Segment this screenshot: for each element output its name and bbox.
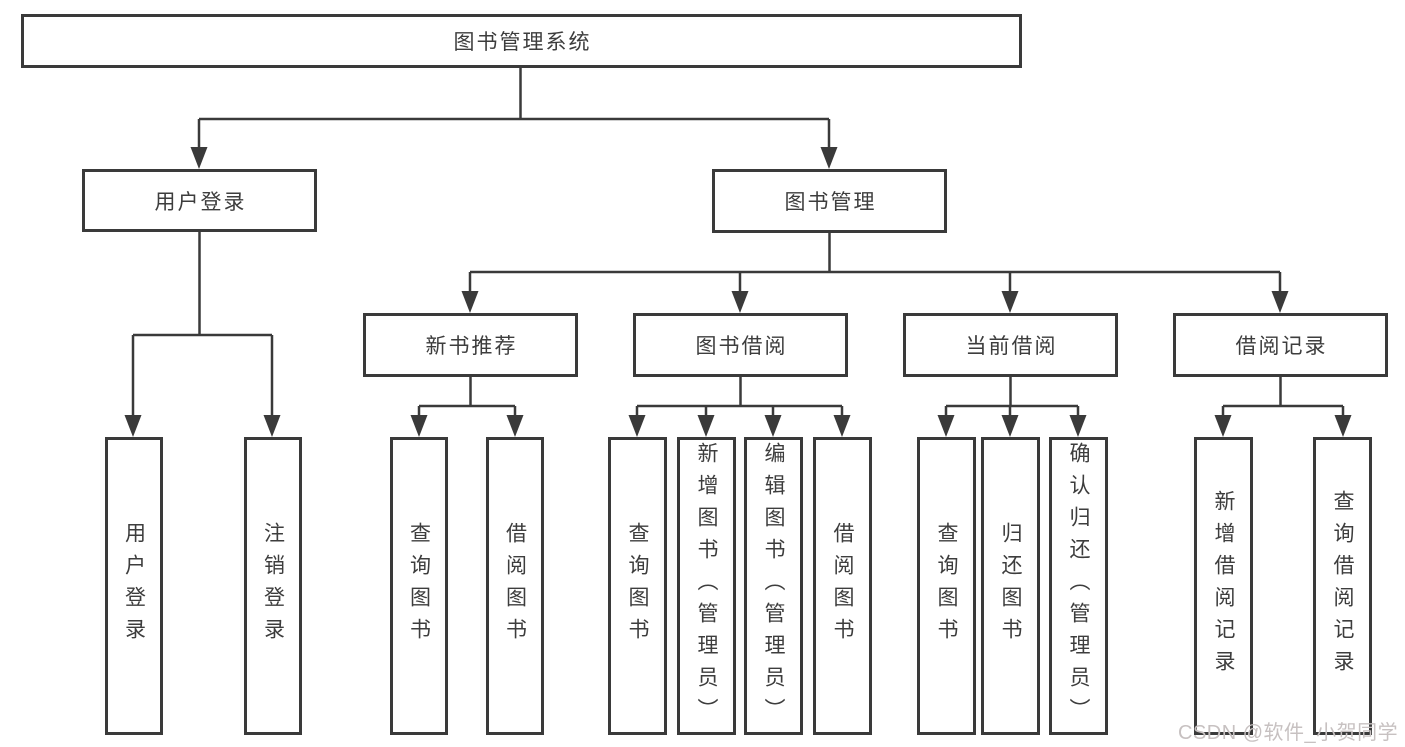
arrow-down-icon (1271, 291, 1289, 313)
arrow-down-icon (124, 415, 142, 437)
connector-new-book-children (410, 377, 524, 437)
arrow-down-icon (190, 147, 208, 169)
leaf-edit-book-admin-label: 编辑图书（管理员） (762, 442, 785, 730)
leaf-query-books-current-label: 查询图书 (935, 522, 958, 650)
arrow-down-icon (1334, 415, 1352, 437)
node-current-borrow: 当前借阅 (903, 313, 1118, 377)
node-book-management: 图书管理 (712, 169, 947, 233)
leaf-confirm-return-admin: 确认归还（管理员） (1049, 437, 1108, 735)
leaf-query-books-borrow: 查询图书 (608, 437, 667, 735)
arrow-down-icon (937, 415, 955, 437)
leaf-add-borrow-record-label: 新增借阅记录 (1212, 490, 1235, 682)
leaf-edit-book-admin: 编辑图书（管理员） (744, 437, 803, 735)
csdn-watermark: CSDN @软件_小贺同学 (1178, 722, 1399, 744)
connector-book-borrow-children (628, 377, 851, 437)
arrow-down-icon (833, 415, 851, 437)
leaf-borrow-books-recommend: 借阅图书 (486, 437, 544, 735)
arrow-down-icon (263, 415, 281, 437)
node-root: 图书管理系统 (21, 14, 1022, 68)
arrow-down-icon (731, 291, 749, 313)
leaf-add-borrow-record: 新增借阅记录 (1194, 437, 1253, 735)
node-borrow-records-label: 借阅记录 (1235, 335, 1328, 358)
leaf-confirm-return-admin-label: 确认归还（管理员） (1067, 442, 1090, 730)
leaf-user-login: 用户登录 (105, 437, 163, 735)
connector-borrow-record-children (1214, 377, 1352, 437)
node-new-book-recommend: 新书推荐 (363, 313, 578, 377)
node-book-borrow: 图书借阅 (633, 313, 848, 377)
arrow-down-icon (410, 415, 428, 437)
leaf-query-books-recommend: 查询图书 (390, 437, 448, 735)
node-book-management-label: 图书管理 (784, 191, 877, 214)
leaf-query-books-borrow-label: 查询图书 (626, 522, 649, 650)
connector-user-login-children (124, 232, 281, 437)
leaf-add-book-admin: 新增图书（管理员） (677, 437, 736, 735)
arrow-down-icon (1214, 415, 1232, 437)
arrow-down-icon (628, 415, 646, 437)
arrow-down-icon (764, 415, 782, 437)
leaf-add-book-admin-label: 新增图书（管理员） (695, 442, 718, 730)
leaf-query-books-recommend-label: 查询图书 (407, 522, 431, 650)
leaf-return-book: 归还图书 (981, 437, 1040, 735)
connector-current-borrow-children (937, 377, 1087, 437)
leaf-query-books-current: 查询图书 (917, 437, 976, 735)
node-user-login: 用户登录 (82, 169, 317, 232)
leaf-query-borrow-record-label: 查询借阅记录 (1331, 490, 1354, 682)
connector-root-to-level2 (190, 68, 838, 169)
arrow-down-icon (1069, 415, 1087, 437)
leaf-logout-label: 注销登录 (261, 522, 285, 650)
leaf-user-login-label: 用户登录 (122, 522, 146, 650)
leaf-logout: 注销登录 (244, 437, 302, 735)
arrow-down-icon (1001, 415, 1019, 437)
arrow-down-icon (820, 147, 838, 169)
node-borrow-records: 借阅记录 (1173, 313, 1388, 377)
arrow-down-icon (697, 415, 715, 437)
leaf-return-book-label: 归还图书 (999, 522, 1022, 650)
node-current-borrow-label: 当前借阅 (965, 335, 1058, 358)
arrow-down-icon (461, 291, 479, 313)
leaf-borrow-books-label: 借阅图书 (831, 522, 854, 650)
node-new-book-recommend-label: 新书推荐 (425, 335, 518, 358)
node-book-borrow-label: 图书借阅 (695, 335, 788, 358)
node-root-label: 图书管理系统 (453, 31, 592, 54)
arrow-down-icon (506, 415, 524, 437)
leaf-borrow-books: 借阅图书 (813, 437, 872, 735)
connector-book-management-children (461, 233, 1289, 313)
leaf-query-borrow-record: 查询借阅记录 (1313, 437, 1372, 735)
node-user-login-label: 用户登录 (154, 190, 247, 214)
arrow-down-icon (1001, 291, 1019, 313)
leaf-borrow-books-recommend-label: 借阅图书 (503, 522, 527, 650)
